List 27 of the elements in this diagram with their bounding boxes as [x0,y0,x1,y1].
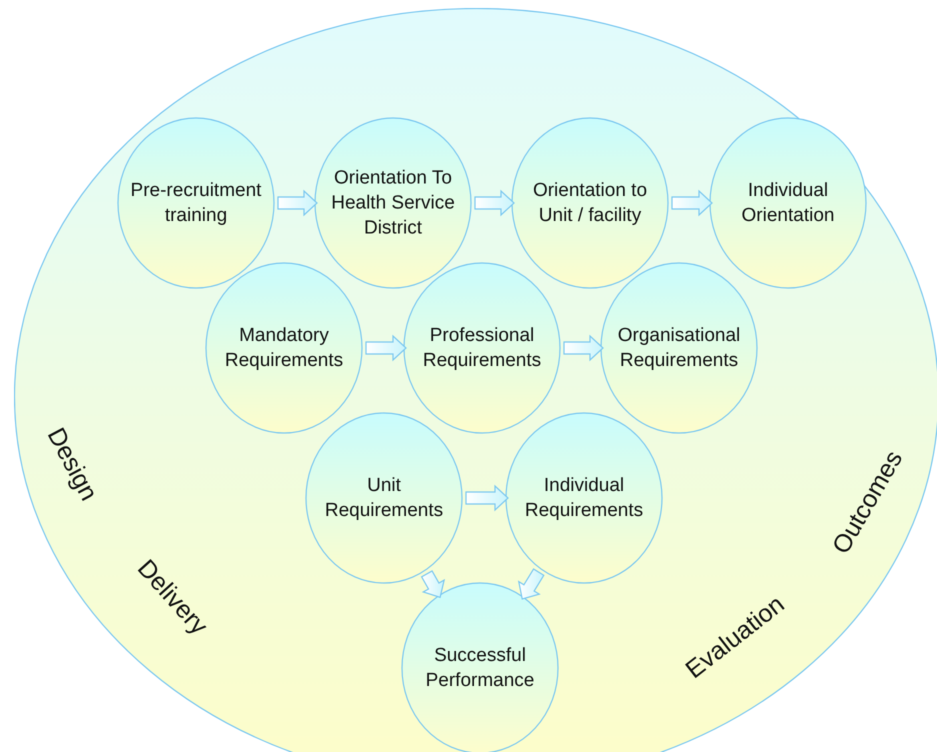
stage-circle [315,118,471,288]
stage-circle [404,263,560,433]
stage-circle [206,263,362,433]
stage-circle [710,118,866,288]
block-arrow [518,568,545,600]
circle-label: Organisational Requirements [616,324,742,373]
block-arrow [365,334,407,362]
block-arrow [671,190,713,216]
circle-label: Orientation to Unit / facility [532,179,648,228]
circle-label: Successful Performance [424,644,536,693]
block-arrow [277,190,318,216]
circle-label: Individual Orientation [740,179,836,228]
stage-circle [601,263,757,433]
block-arrow [474,190,515,216]
circle-label: Pre-recruitment training [130,179,262,228]
stage-circle [506,413,662,583]
circle-label: Individual Requirements [524,474,644,523]
stage-circle [512,118,668,288]
block-arrow [420,570,446,598]
circle-label: Professional Requirements [422,324,542,373]
circle-label: Orientation To Health Service District [330,166,456,240]
block-arrow [563,334,604,362]
stage-circle [306,413,462,583]
block-arrow [465,484,509,512]
circle-label: Mandatory Requirements [224,324,344,373]
circle-label: Unit Requirements [324,474,444,523]
stage-circle [118,118,274,288]
